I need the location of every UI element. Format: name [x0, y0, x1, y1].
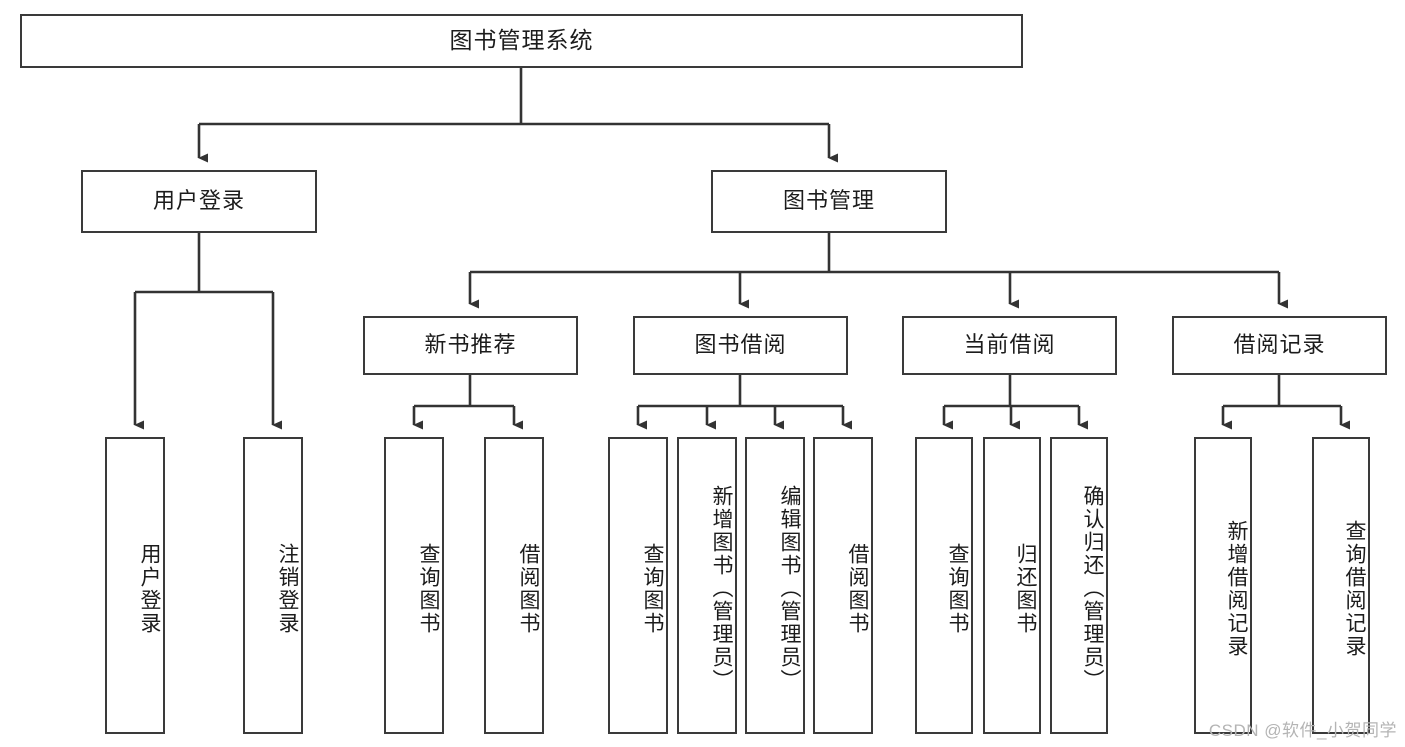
- node-current-borrow[interactable]: 当前借阅: [902, 316, 1117, 375]
- leaf-label: 用户登录: [138, 542, 161, 635]
- leaf-label: 借阅图书: [517, 542, 540, 635]
- leaf-label: 确认归还（管理员）: [1081, 485, 1104, 692]
- leaf-label: 新增借阅记录: [1225, 519, 1248, 658]
- leaf-label: 查询图书: [641, 542, 664, 635]
- watermark-credit: CSDN @软件_小贺同学: [1208, 721, 1397, 740]
- node-book-borrow[interactable]: 图书借阅: [633, 316, 848, 375]
- leaf-book-borrow-borrow[interactable]: 借阅图书: [813, 437, 873, 734]
- leaf-current-borrow-confirm[interactable]: 确认归还（管理员）: [1050, 437, 1108, 734]
- leaf-borrow-record-query[interactable]: 查询借阅记录: [1312, 437, 1370, 734]
- leaf-user-login-logout[interactable]: 注销登录: [243, 437, 303, 734]
- leaf-label: 借阅图书: [846, 542, 869, 635]
- leaf-label: 查询图书: [417, 542, 440, 635]
- leaf-label: 编辑图书（管理员）: [778, 485, 801, 692]
- leaf-label: 归还图书: [1014, 542, 1037, 635]
- leaf-current-borrow-query[interactable]: 查询图书: [915, 437, 973, 734]
- node-user-login[interactable]: 用户登录: [81, 170, 317, 233]
- leaf-user-login-login[interactable]: 用户登录: [105, 437, 165, 734]
- node-new-book-recommend[interactable]: 新书推荐: [363, 316, 578, 375]
- leaf-label: 查询借阅记录: [1343, 519, 1366, 658]
- leaf-book-borrow-query[interactable]: 查询图书: [608, 437, 668, 734]
- node-root-system[interactable]: 图书管理系统: [20, 14, 1023, 68]
- leaf-label: 查询图书: [946, 542, 969, 635]
- leaf-current-borrow-return[interactable]: 归还图书: [983, 437, 1041, 734]
- leaf-borrow-record-add[interactable]: 新增借阅记录: [1194, 437, 1252, 734]
- leaf-label: 注销登录: [276, 542, 299, 635]
- leaf-book-borrow-add[interactable]: 新增图书（管理员）: [677, 437, 737, 734]
- leaf-new-book-query[interactable]: 查询图书: [384, 437, 444, 734]
- leaf-new-book-borrow[interactable]: 借阅图书: [484, 437, 544, 734]
- leaf-book-borrow-edit[interactable]: 编辑图书（管理员）: [745, 437, 805, 734]
- node-borrow-record[interactable]: 借阅记录: [1172, 316, 1387, 375]
- node-book-management[interactable]: 图书管理: [711, 170, 947, 233]
- leaf-label: 新增图书（管理员）: [710, 485, 733, 692]
